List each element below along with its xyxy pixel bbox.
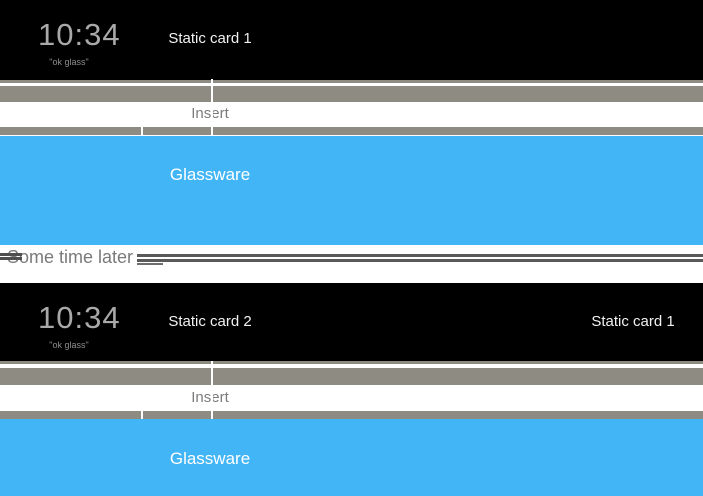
- interlude-line: [137, 259, 703, 262]
- card-gap-seam: [141, 127, 143, 135]
- interlude-stub: [0, 253, 22, 256]
- glassware-box-2: Glassware: [0, 419, 703, 496]
- static-card-1-label: Static card 1: [168, 30, 252, 47]
- timeline-bar-1: 10:34 "ok glass" Static card 1: [0, 0, 703, 80]
- card-gap-seam: [141, 411, 143, 419]
- insert-band: Insert: [0, 385, 703, 411]
- interlude-dash: [137, 263, 163, 265]
- glassware-label: Glassware: [169, 449, 251, 468]
- some-time-later-label: Some time later: [7, 247, 134, 267]
- card-gap-seam: [211, 79, 213, 135]
- timeline-strip: [0, 361, 703, 364]
- static-card-2-label: Static card 2: [168, 313, 252, 330]
- static-card-1-label: Static card 1: [591, 313, 675, 330]
- ok-glass-hint: "ok glass": [49, 340, 89, 350]
- insert-label: Insert: [191, 389, 229, 406]
- interlude-stub: [0, 257, 22, 260]
- timeline-strip: [0, 368, 703, 385]
- card-gap-seam: [211, 361, 213, 419]
- timeline-strip: [0, 411, 703, 419]
- timeline-strip: [0, 80, 703, 83]
- glassware-label: Glassware: [169, 165, 251, 184]
- glassware-box-1: Glassware: [0, 136, 703, 245]
- insert-label: Insert: [191, 105, 229, 122]
- timeline-bar-2: 10:34 "ok glass" Static card 2 Static ca…: [0, 283, 703, 361]
- timeline-strip: [0, 127, 703, 135]
- home-card-clock: 10:34: [38, 300, 121, 335]
- interlude-line: [137, 254, 703, 257]
- timeline-strip: [0, 86, 703, 102]
- ok-glass-hint: "ok glass": [49, 57, 89, 67]
- home-card-clock: 10:34: [38, 17, 121, 52]
- insert-band: Insert: [0, 102, 703, 127]
